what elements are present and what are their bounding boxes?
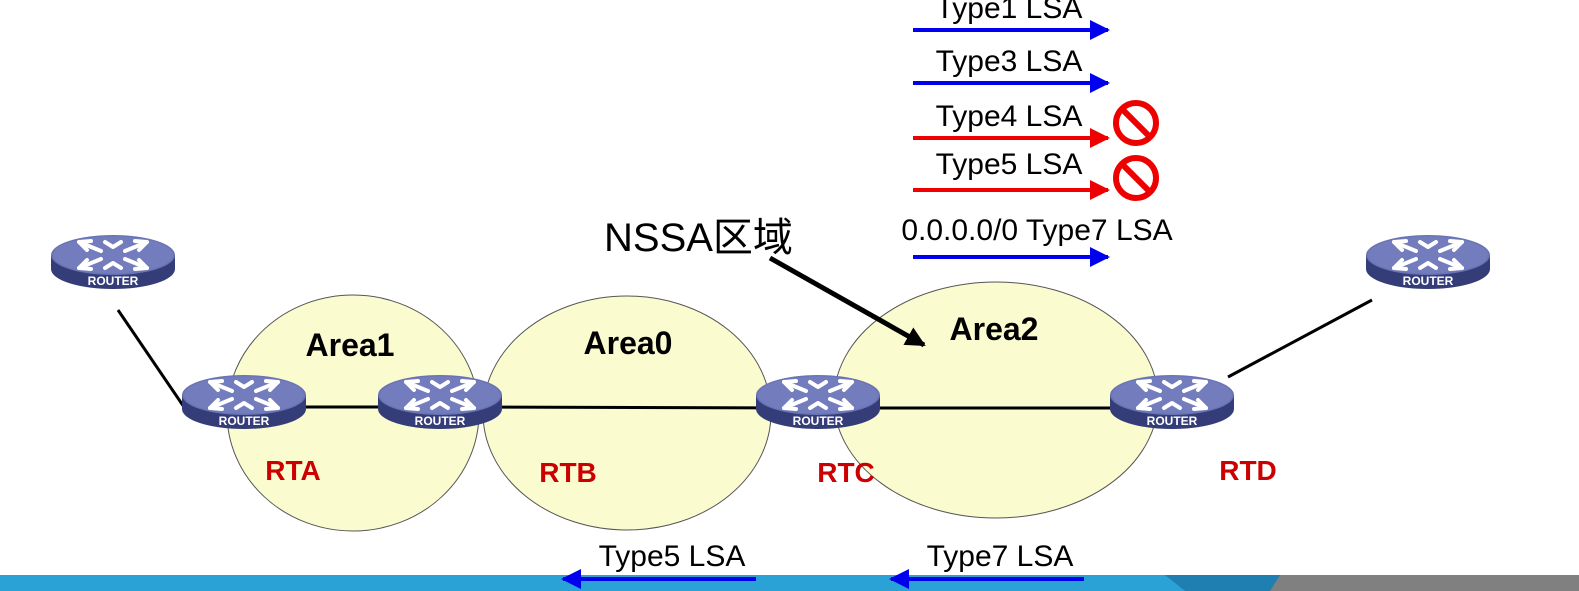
router-name-rtd: RTD: [1219, 455, 1277, 486]
blocked-icon: [1113, 100, 1159, 146]
top-lsa-stack: Type1 LSA Type3 LSA Type4 LSA Type5 LSA …: [901, 0, 1173, 267]
router-rtb: ROUTER: [376, 373, 504, 431]
lsa-label: Type7 LSA: [927, 540, 1074, 573]
lsa-label: Type3 LSA: [936, 45, 1083, 78]
bottom-lsa-type5: Type5 LSA: [561, 540, 756, 589]
bottom-bar: [0, 575, 1579, 591]
router-name-rta: RTA: [265, 455, 320, 486]
lsa-type4: Type4 LSA: [913, 100, 1159, 148]
lsa-label: Type5 LSA: [936, 148, 1083, 181]
bottom-lsa-stack: Type5 LSA Type7 LSA: [561, 540, 1084, 589]
link-ext-left-rta: [116, 309, 186, 408]
router-icon-label: ROUTER: [219, 414, 270, 428]
lsa-default-type7: 0.0.0.0/0 Type7 LSA: [901, 214, 1173, 267]
router-ext-left: ROUTER: [49, 233, 177, 291]
router-icon-label: ROUTER: [793, 414, 844, 428]
blocked-icon: [1113, 155, 1159, 201]
router-name-rtc: RTC: [817, 457, 875, 488]
area1-label: Area1: [306, 327, 395, 363]
lsa-type3: Type3 LSA: [913, 45, 1110, 93]
router-rtc: ROUTER: [754, 373, 882, 431]
nssa-callout-arrow: [768, 255, 926, 348]
lsa-label: Type1 LSA: [936, 0, 1083, 25]
area0-label: Area0: [584, 325, 673, 361]
router-rtd: ROUTER: [1108, 373, 1236, 431]
lsa-type5: Type5 LSA: [913, 148, 1159, 201]
nssa-callout-label: NSSA区域: [604, 216, 793, 260]
lsa-type1: Type1 LSA: [913, 0, 1110, 40]
lsa-label: Type5 LSA: [599, 540, 746, 573]
bottom-lsa-type7: Type7 LSA: [889, 540, 1084, 589]
router-rta: ROUTER: [180, 373, 308, 431]
link-rtb-rtc: [439, 405, 819, 410]
area2-label: Area2: [950, 311, 1039, 347]
router-ext-right: ROUTER: [1364, 233, 1492, 291]
lsa-label: Type4 LSA: [936, 100, 1083, 133]
router-icon-label: ROUTER: [1147, 414, 1198, 428]
router-name-rtb: RTB: [539, 457, 597, 488]
router-icon-label: ROUTER: [88, 274, 139, 288]
router-icon-label: ROUTER: [415, 414, 466, 428]
router-icon-label: ROUTER: [1403, 274, 1454, 288]
link-rtd-ext-right: [1227, 298, 1373, 379]
lsa-label: 0.0.0.0/0 Type7 LSA: [901, 214, 1172, 247]
